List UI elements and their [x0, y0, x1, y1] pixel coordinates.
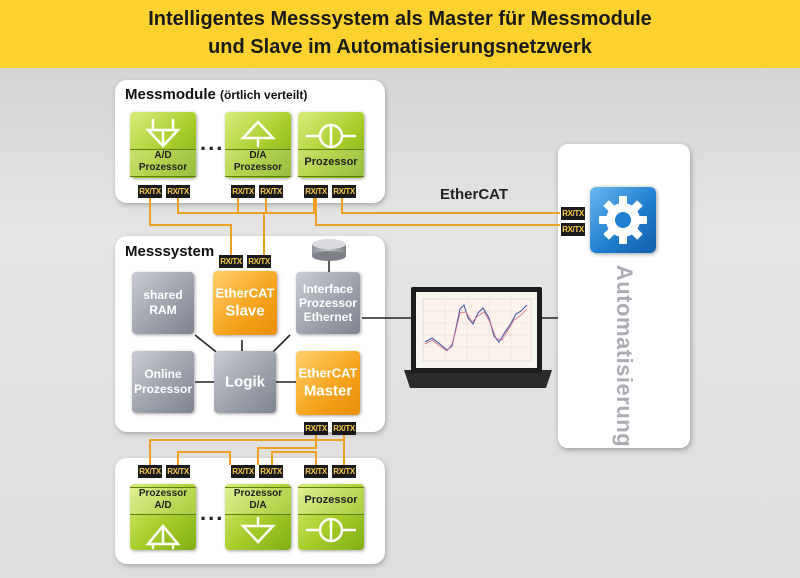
- rxtx-port: RX/TX: [332, 422, 356, 435]
- online-line1: Online: [144, 367, 182, 381]
- bottom-module-bridge-label: Prozessor: [298, 487, 364, 515]
- rxtx-port: RX/TX: [561, 223, 585, 236]
- rxtx-port: RX/TX: [561, 207, 585, 220]
- top-module-ad-label: A/D Prozessor: [130, 149, 196, 177]
- bottom-module-da-label: Prozessor D/A: [225, 487, 291, 515]
- top-module-ad: A/D Prozessor: [130, 112, 196, 178]
- ethercat-label: EtherCAT: [440, 186, 509, 203]
- top-module-ad-line2: Prozessor: [138, 162, 188, 173]
- shared-ram-block: shared RAM: [132, 272, 194, 334]
- interface-block: Interface Prozessor Ethernet: [296, 272, 360, 334]
- shared-ram-line1: shared: [143, 288, 183, 302]
- ad-converter-icon: [145, 524, 181, 550]
- top-module-da-line1: D/A: [249, 150, 267, 161]
- messmodule-title: Messmodule (örtlich verteilt): [125, 86, 307, 103]
- top-module-bridge: Prozessor: [298, 112, 364, 178]
- bottom-module-da-line1: Prozessor: [233, 488, 283, 499]
- rxtx-port: RX/TX: [259, 465, 283, 478]
- ad-converter-icon: [145, 118, 181, 148]
- title-line-2: und Slave im Automatisierungsnetzwerk: [208, 36, 592, 58]
- ethercat-master-line1: EtherCAT: [298, 365, 358, 381]
- top-module-da-label: D/A Prozessor: [225, 149, 291, 177]
- rxtx-port: RX/TX: [219, 255, 243, 268]
- messmodule-subtitle: (örtlich verteilt): [220, 88, 308, 102]
- top-ellipsis: ...: [200, 130, 225, 155]
- interface-line3: Ethernet: [303, 310, 353, 324]
- bottom-ellipsis: ...: [200, 500, 225, 525]
- logik-label: Logik: [225, 373, 265, 391]
- da-converter-icon: [240, 516, 276, 544]
- rxtx-port: RX/TX: [259, 185, 283, 198]
- online-prozessor-block: Online Prozessor: [132, 351, 194, 413]
- ethercat-slave-line1: EtherCAT: [215, 285, 275, 301]
- header-banner: Intelligentes Messsystem als Master für …: [0, 0, 800, 68]
- top-module-da: D/A Prozessor: [225, 112, 291, 178]
- bottom-module-bridge: Prozessor: [298, 484, 364, 550]
- sensor-bridge-icon: [306, 123, 356, 149]
- interface-line1: Interface: [302, 282, 354, 296]
- rxtx-port: RX/TX: [304, 422, 328, 435]
- rxtx-port: RX/TX: [247, 255, 271, 268]
- bottom-module-ad: Prozessor A/D: [130, 484, 196, 550]
- ethercat-master-line2: Master: [303, 382, 353, 400]
- top-module-ad-line1: A/D: [154, 150, 172, 161]
- messsystem-title: Messsystem: [125, 243, 215, 260]
- rxtx-port: RX/TX: [231, 465, 255, 478]
- messmodule-title-text: Messmodule: [125, 86, 216, 103]
- rxtx-port: RX/TX: [304, 465, 328, 478]
- rxtx-port: RX/TX: [332, 185, 356, 198]
- sensor-bridge-icon: [306, 517, 356, 543]
- rxtx-port: RX/TX: [166, 465, 190, 478]
- rxtx-port: RX/TX: [304, 185, 328, 198]
- rxtx-port: RX/TX: [138, 465, 162, 478]
- top-module-bridge-label: Prozessor: [298, 149, 364, 177]
- automation-gear-tile: [590, 187, 656, 253]
- shared-ram-line2: RAM: [149, 303, 177, 317]
- rxtx-port: RX/TX: [332, 465, 356, 478]
- bottom-module-ad-line1: Prozessor: [138, 488, 188, 499]
- ethercat-master-block: EtherCAT Master: [296, 351, 360, 415]
- top-module-da-line2: Prozessor: [233, 162, 283, 173]
- ethercat-slave-line2: Slave: [225, 302, 265, 320]
- bottom-module-ad-line2: A/D: [154, 500, 172, 511]
- interface-line2: Prozessor: [298, 296, 358, 310]
- gear-icon: [599, 196, 647, 244]
- rxtx-port: RX/TX: [166, 185, 190, 198]
- bottom-module-ad-label: Prozessor A/D: [130, 487, 196, 515]
- automation-label: Automatisierung: [612, 264, 637, 448]
- logik-block: Logik: [214, 351, 276, 413]
- bottom-module-da: Prozessor D/A: [225, 484, 291, 550]
- da-converter-icon: [240, 120, 276, 148]
- ethercat-slave-block: EtherCAT Slave: [213, 271, 277, 335]
- rxtx-port: RX/TX: [138, 185, 162, 198]
- title-line-1: Intelligentes Messsystem als Master für …: [148, 8, 652, 30]
- online-line2: Prozessor: [133, 382, 193, 396]
- rxtx-port: RX/TX: [231, 185, 255, 198]
- bottom-module-da-line2: D/A: [249, 500, 267, 511]
